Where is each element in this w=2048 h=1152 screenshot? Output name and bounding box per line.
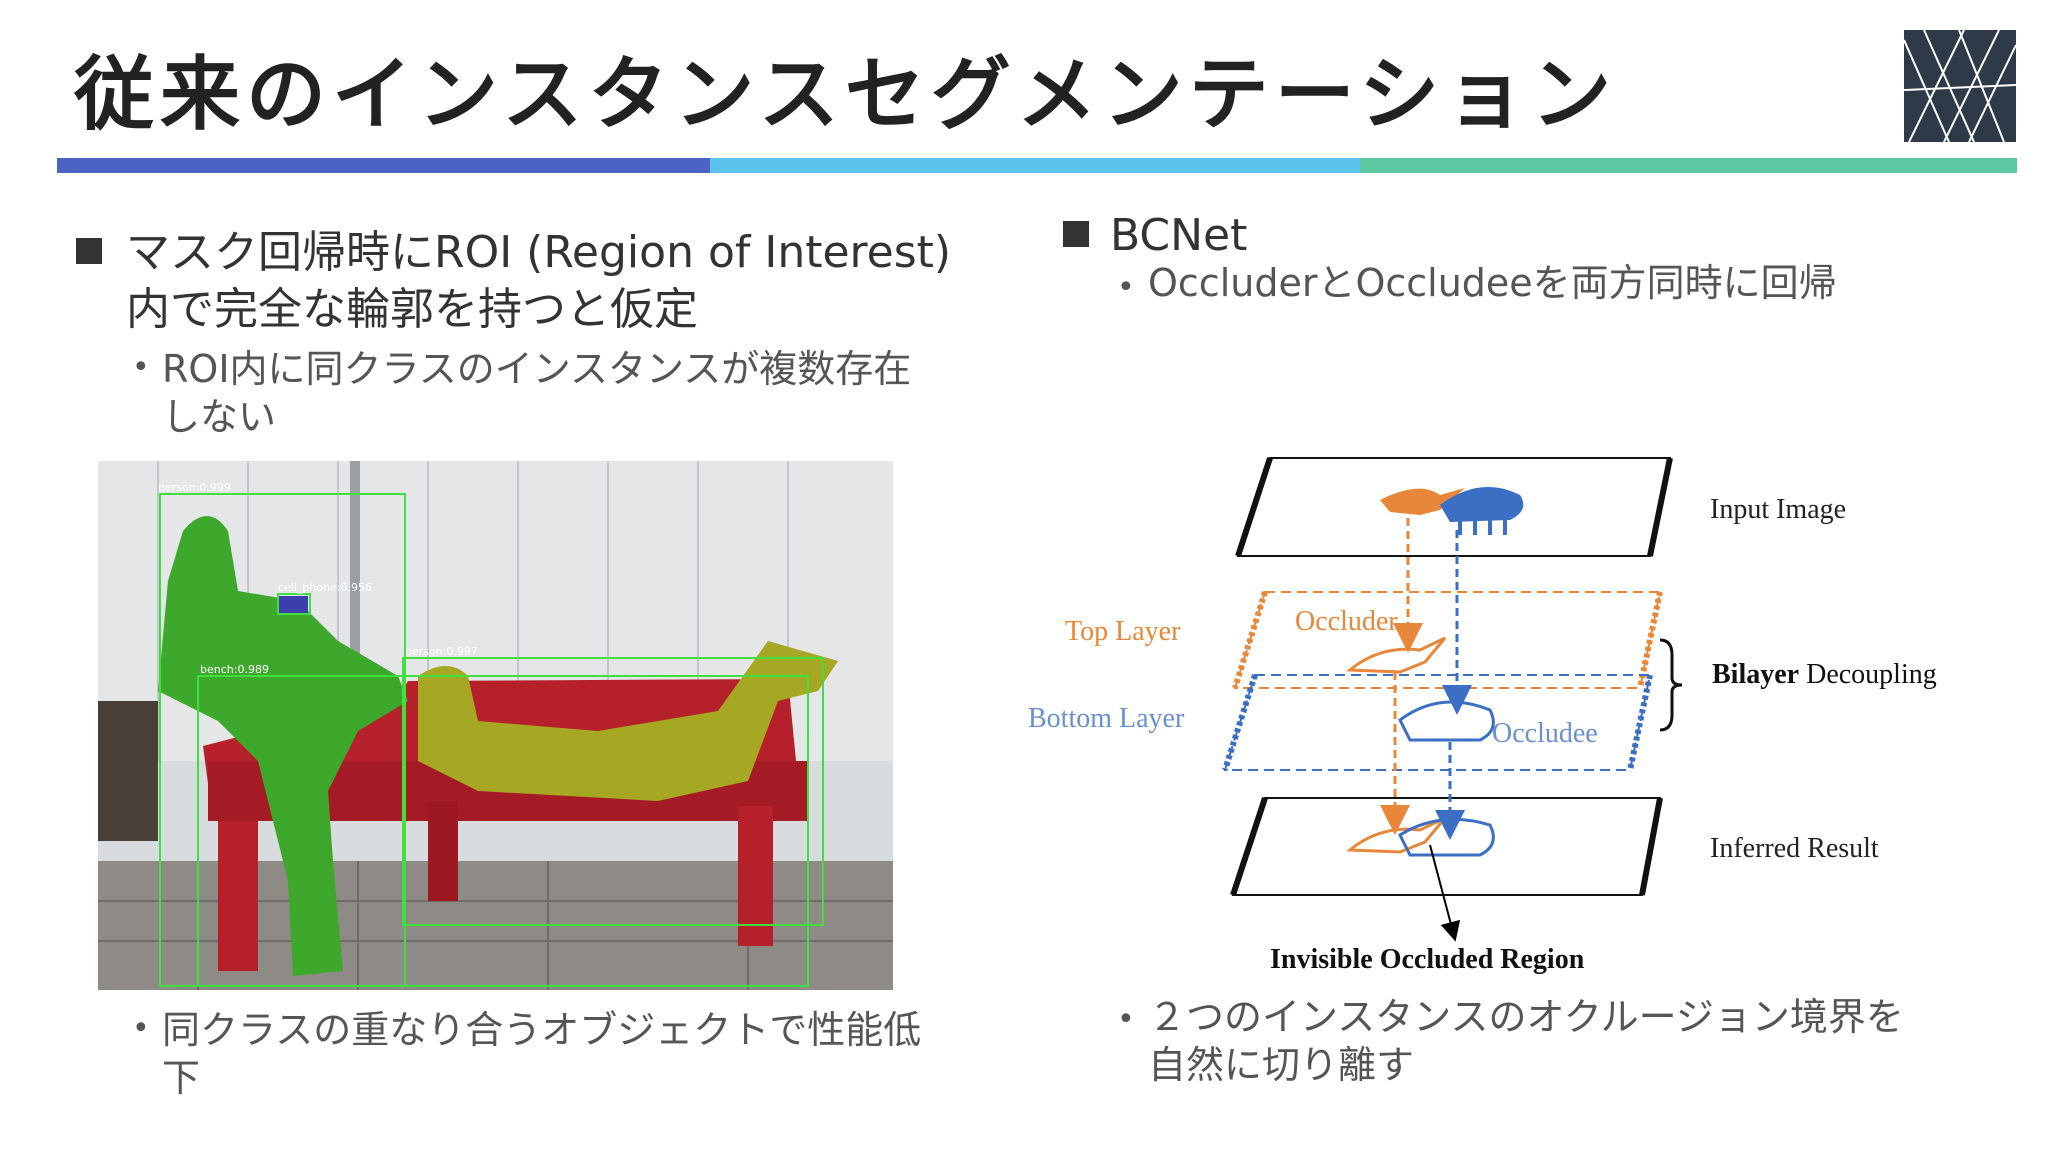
label-top-layer: Top Layer (1065, 616, 1181, 647)
accent-bar-cyan (710, 158, 1360, 173)
label-occluder: Occluder (1295, 606, 1398, 637)
slide-title: 従来のインスタンスセグメンテーション (74, 48, 1618, 141)
right-sub2-line1: ２つのインスタンスのオクルージョン境界を (1148, 995, 1904, 1039)
left-sub1-line1: ROI内に同クラスのインスタンスが複数存在 (162, 347, 912, 391)
bird-icon (1380, 488, 1465, 515)
bcnet-diagram: Input Image Top Layer Occluder Bottom La… (1028, 457, 1937, 975)
label-occludee: Occludee (1492, 718, 1598, 749)
photo-label-phone: cell_phone:0.956 (278, 581, 372, 594)
sub-bullet-icon: • (132, 1011, 150, 1046)
photo-label-bench: bench:0.989 (200, 663, 269, 676)
bullet-square-icon (1063, 221, 1089, 247)
bird-outline-icon (1346, 636, 1447, 674)
sheep-icon (1440, 487, 1524, 522)
sub-bullet-icon: • (1117, 270, 1135, 305)
instance-segmentation-photo: person:0.999 cell_phone:0.956 bench:0.98… (98, 461, 893, 990)
accent-bar-green (1360, 158, 2017, 173)
label-bottom-layer: Bottom Layer (1028, 703, 1185, 734)
accent-bar-blue (57, 158, 710, 173)
right-sub1: OccluderとOccludeeを両方同時に回帰 (1148, 261, 1837, 305)
label-inferred-result: Inferred Result (1710, 833, 1879, 864)
left-sub1-line2: しない (162, 395, 277, 439)
label-bilayer: Bilayer (1712, 659, 1799, 690)
sub-bullet-icon: • (132, 350, 150, 385)
photo-label-person2: person:0.997 (405, 645, 478, 658)
left-sub2-line1: 同クラスの重なり合うオブジェクトで性能低 (162, 1008, 922, 1052)
logo-icon (1904, 30, 2016, 142)
label-invisible-region: Invisible Occluded Region (1270, 944, 1585, 975)
label-decoupling: Decoupling (1799, 659, 1937, 690)
svg-text:Bilayer Decoupling: Bilayer Decoupling (1712, 659, 1937, 690)
bullet-square-icon (76, 238, 102, 264)
sheep-outline-icon (1398, 700, 1495, 742)
photo-label-person1: person:0.999 (158, 481, 231, 494)
right-sub2-line2: 自然に切り離す (1148, 1043, 1415, 1087)
left-sub2-line2: 下 (162, 1056, 201, 1100)
right-heading: BCNet (1110, 210, 1248, 261)
left-bullet-line2: 内で完全な輪郭を持つと仮定 (126, 284, 698, 335)
label-input-image: Input Image (1710, 494, 1846, 525)
left-bullet-line1: マスク回帰時にROI (Region of Interest) (126, 227, 952, 278)
sub-bullet-icon: • (1117, 1002, 1135, 1037)
